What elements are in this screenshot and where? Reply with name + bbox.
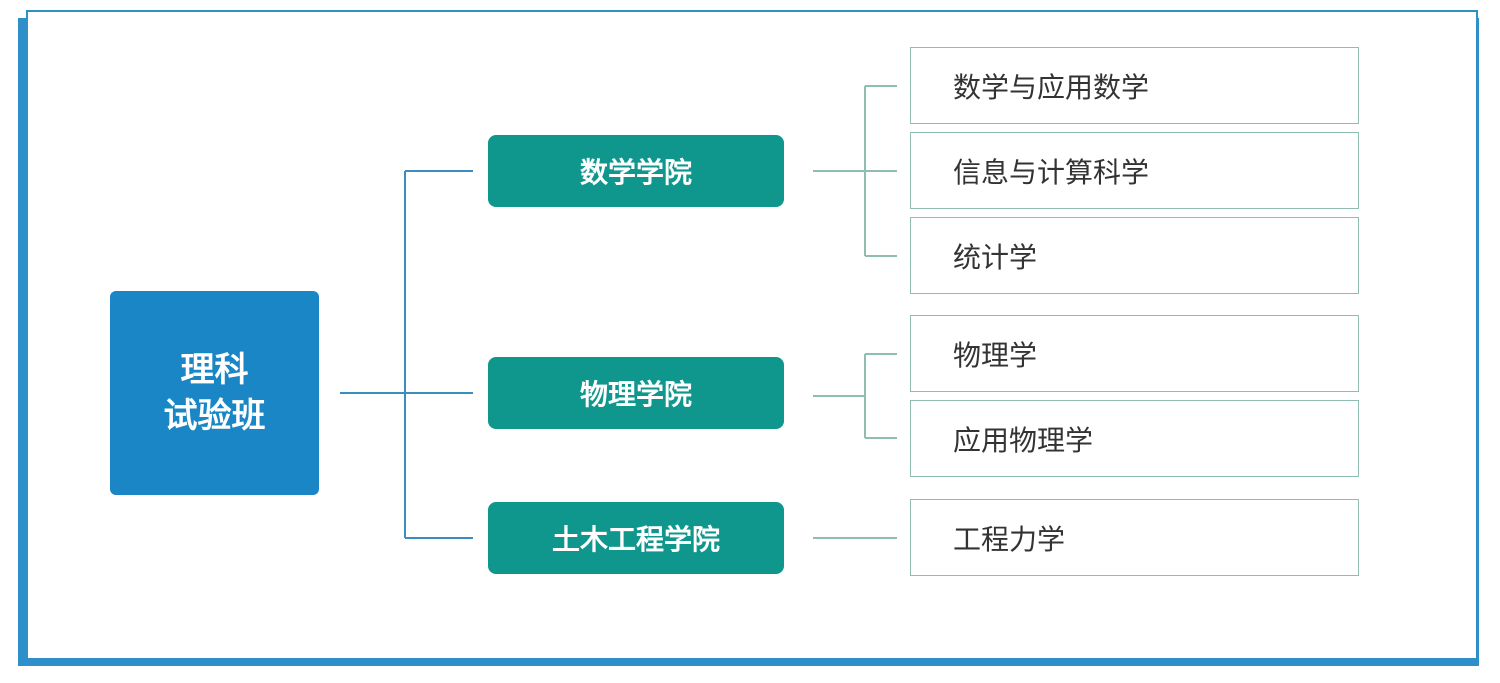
major-node-math-2: 信息与计算科学 <box>910 132 1359 209</box>
major-node-physics-2: 应用物理学 <box>910 400 1359 477</box>
major-node-math-1: 数学与应用数学 <box>910 47 1359 124</box>
major-node-civil-1: 工程力学 <box>910 499 1359 576</box>
root-node-box: 理科 试验班 <box>110 291 319 495</box>
major-node-math-3: 统计学 <box>910 217 1359 294</box>
root-node-line1: 理科 <box>180 350 249 390</box>
school-node-math: 数学学院 <box>488 135 784 207</box>
school-node-physics: 物理学院 <box>488 357 784 429</box>
major-node-physics-1: 物理学 <box>910 315 1359 392</box>
school-node-civil: 土木工程学院 <box>488 502 784 574</box>
root-node-line2: 试验班 <box>163 396 266 436</box>
